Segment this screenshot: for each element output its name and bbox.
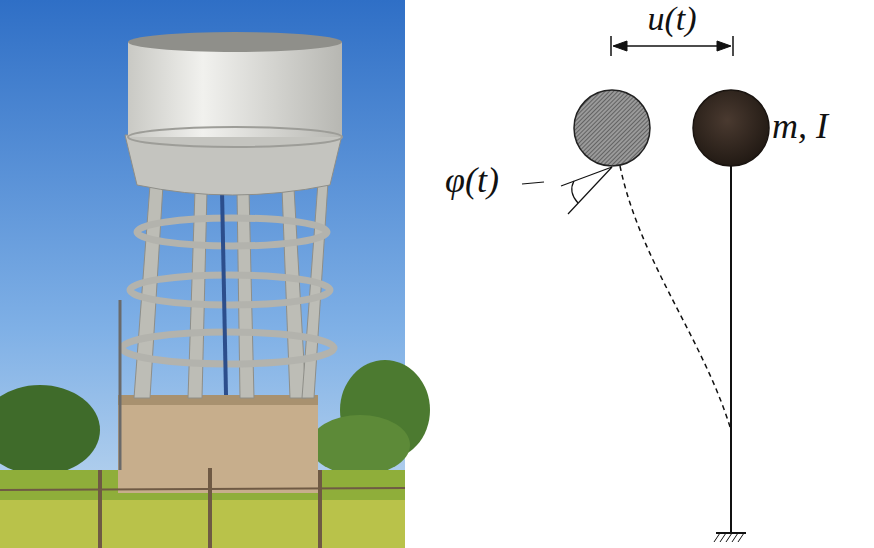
arrowhead bbox=[613, 41, 627, 51]
angle-arc bbox=[572, 181, 578, 203]
deflected-shape bbox=[620, 166, 731, 430]
cantilever-schematic bbox=[522, 36, 769, 542]
displaced-mass bbox=[574, 90, 650, 166]
mass-label: m, I bbox=[772, 108, 828, 144]
displacement-label: u(t) bbox=[647, 2, 696, 36]
dimension-line bbox=[614, 45, 730, 47]
mass bbox=[693, 90, 769, 166]
arrowhead bbox=[717, 41, 731, 51]
rotation-label: φ(t) bbox=[445, 162, 499, 198]
support-hatch bbox=[714, 533, 744, 542]
leader-line bbox=[522, 182, 544, 184]
water-tower-photo bbox=[0, 0, 430, 548]
rotation-line bbox=[561, 167, 612, 186]
column bbox=[730, 165, 732, 533]
rotation-line bbox=[568, 167, 612, 214]
